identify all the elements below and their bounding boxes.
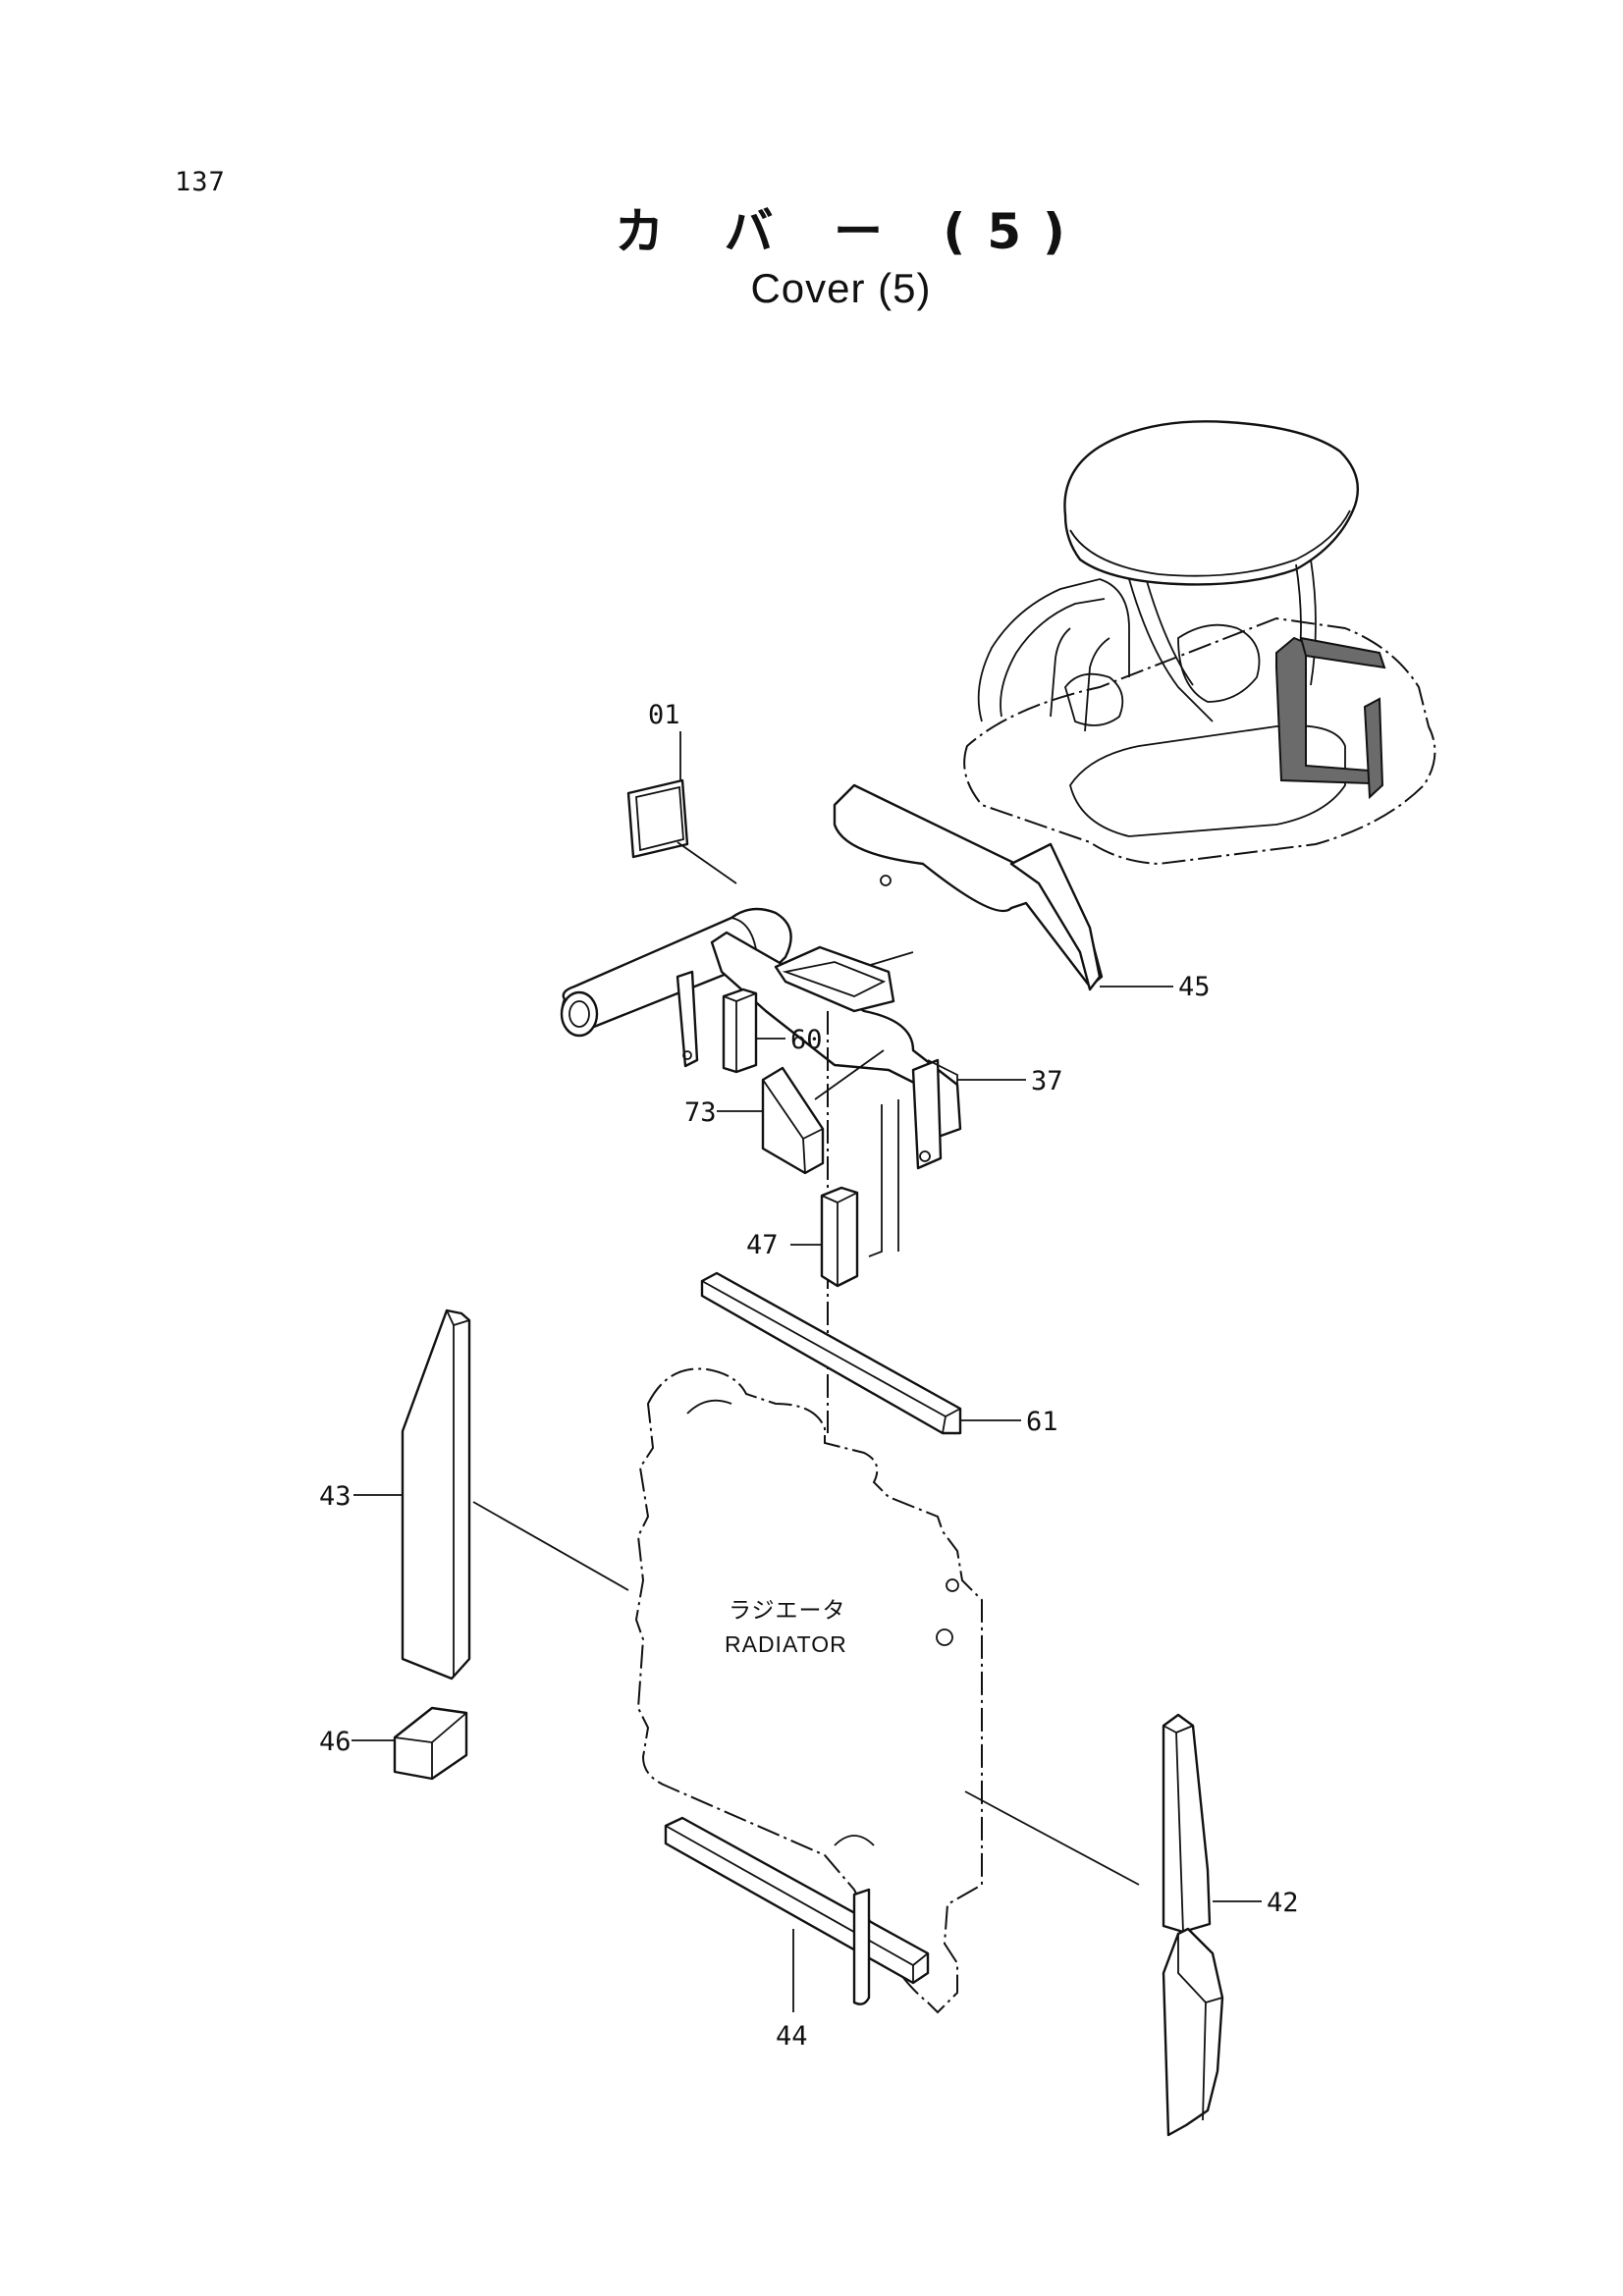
excavator-lever-left — [1050, 627, 1071, 718]
callout-46: 46 — [319, 1727, 352, 1757]
callout-61: 61 — [1026, 1407, 1058, 1437]
part-45-cover — [833, 783, 1173, 991]
excavator-pillar-left — [1128, 578, 1214, 722]
excavator-side-bar — [1363, 697, 1384, 800]
radiator-to-42-line — [964, 1790, 1140, 1886]
callout-44: 44 — [776, 2021, 808, 2052]
part-37-bracket-assembly — [560, 907, 1026, 1170]
callout-01: 01 — [648, 700, 680, 730]
radiator-outline: ラジエータ RADIATOR — [634, 1367, 983, 2014]
excavator-console — [1064, 672, 1124, 726]
excavator-seat — [1177, 623, 1261, 703]
alignment-line-right — [868, 1104, 883, 1257]
radiator-label-japanese: ラジエータ — [729, 1597, 846, 1623]
part-60-block — [722, 988, 785, 1074]
callout-42: 42 — [1267, 1888, 1299, 1918]
callout-47: 47 — [746, 1230, 779, 1260]
callout-43: 43 — [319, 1481, 352, 1512]
excavator-canopy — [1063, 420, 1360, 586]
part-73-wedge — [717, 1049, 885, 1175]
excavator-guard-inner — [1000, 598, 1106, 718]
callout-60: 60 — [790, 1025, 823, 1055]
page-title-japanese: カ バ ー (5) — [615, 203, 1087, 260]
excavator-deck — [1069, 724, 1346, 837]
callout-73: 73 — [684, 1097, 717, 1128]
part-43-side-cover — [353, 1308, 629, 1681]
part-42-side-cover — [1162, 1713, 1262, 2137]
callout-37: 37 — [1031, 1066, 1063, 1096]
page-title-english: Cover (5) — [750, 265, 932, 311]
callout-45: 45 — [1178, 972, 1211, 1002]
title-block: カ バ ー (5) Cover (5) — [0, 201, 1623, 315]
part-01-plate — [626, 731, 737, 884]
excavator-top-bracket — [1299, 636, 1386, 669]
excavator-pillar-right-inner — [1310, 559, 1317, 686]
part-47-block — [790, 1186, 859, 1288]
part-46-block — [352, 1706, 468, 1781]
excavator-lever-right — [1084, 637, 1110, 732]
radiator-label-english: RADIATOR — [725, 1631, 847, 1657]
excavator-pillar-left-inner — [1146, 580, 1194, 686]
excavator-canopy-rim — [1069, 509, 1351, 577]
page-number: 137 — [175, 167, 226, 197]
excavator-illustration — [963, 420, 1436, 866]
part-61-bar — [700, 1271, 1021, 1435]
part-44-bar — [664, 1816, 930, 2012]
excavator-guard — [977, 578, 1130, 722]
